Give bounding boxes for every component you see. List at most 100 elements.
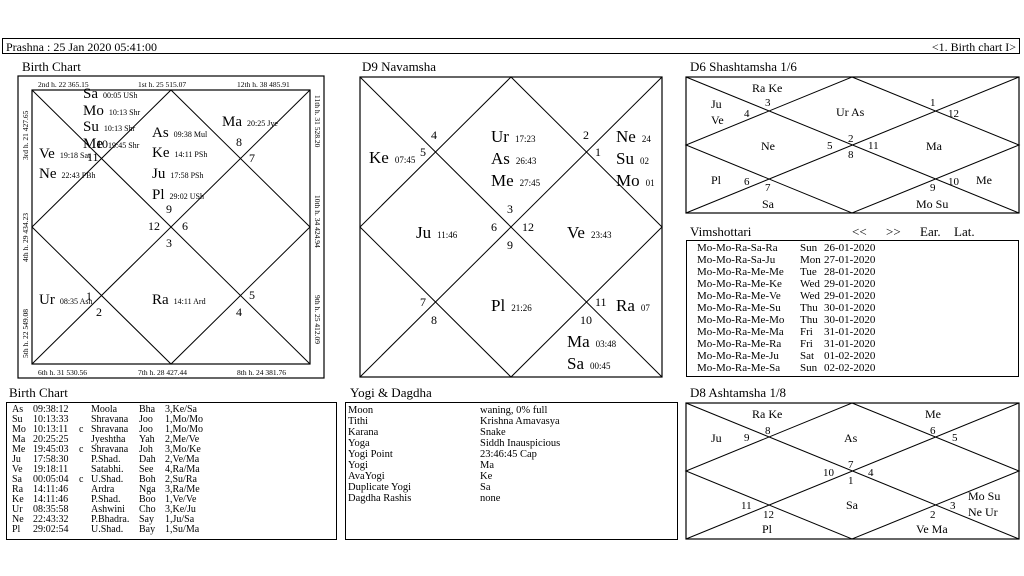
- dasha-date: 26-01-2020: [824, 242, 876, 254]
- planet-label: Me: [976, 173, 992, 187]
- earlier-button[interactable]: Ear.: [920, 224, 941, 239]
- dasha-day: Tue: [800, 266, 817, 278]
- planet-label: Me: [925, 407, 941, 421]
- yogi-title: Yogi & Dagdha: [350, 385, 432, 400]
- next-button[interactable]: >>: [886, 224, 901, 239]
- vimshottari-header: Vimshottari << >> Ear. Lat.: [690, 224, 1020, 239]
- table-cell: Shravana: [91, 424, 129, 435]
- table-cell: Ra: [12, 484, 24, 495]
- table-cell: Moola: [91, 404, 118, 415]
- border-top-12th: 12th h. 38 485.91: [237, 80, 290, 89]
- birth-chart-title: Birth Chart: [22, 59, 81, 74]
- planet-label: Sa: [846, 498, 859, 512]
- planet-label: Ra Ke: [752, 407, 782, 421]
- later-button[interactable]: Lat.: [954, 224, 975, 239]
- house-num: 6: [491, 220, 497, 234]
- dasha-period: Mo-Mo-Ra-Sa-Ju: [697, 254, 776, 266]
- vimshottari-list: [686, 240, 1019, 377]
- table-cell: Ne: [12, 514, 24, 525]
- table-cell: Me: [12, 444, 26, 455]
- house-num: 11: [741, 500, 752, 512]
- house-num: 11: [868, 140, 879, 152]
- border-bottom-6th: 6th h. 31 530.56: [38, 368, 87, 377]
- table-cell: 20:25:25: [33, 434, 69, 445]
- table-cell: Boo: [139, 494, 156, 505]
- dasha-day: Wed: [800, 290, 820, 302]
- dasha-date: 29-01-2020: [824, 278, 876, 290]
- dasha-period: Mo-Mo-Ra-Me-Mo: [697, 314, 785, 326]
- house-num: 8: [765, 425, 771, 437]
- dasha-day: Sat: [800, 350, 815, 362]
- house-num: 3: [166, 236, 172, 250]
- table-cell: 14:11:46: [33, 494, 69, 505]
- house-num: 11: [87, 150, 99, 164]
- dasha-period: Mo-Mo-Ra-Me-Ra: [697, 338, 782, 350]
- table-cell: Ve: [12, 464, 23, 475]
- dasha-period: Mo-Mo-Ra-Me-Ve: [697, 290, 781, 302]
- house-num: 4: [744, 108, 750, 120]
- house-num: 1: [848, 475, 854, 487]
- yogi-value: Snake: [480, 427, 506, 438]
- table-cell: 17:58:30: [33, 454, 69, 465]
- house-num: 8: [431, 313, 437, 327]
- table-cell: 09:38:12: [33, 404, 69, 415]
- yogi-key: Moon: [348, 405, 374, 416]
- chart-selector[interactable]: <1. Birth chart I>: [931, 40, 1016, 54]
- table-cell: Sa: [12, 474, 22, 485]
- yogi-value: Ke: [480, 471, 493, 482]
- border-right-9th: 9th h. 25 412.09: [313, 295, 322, 344]
- dasha-period: Mo-Mo-Ra-Me-Ma: [697, 326, 784, 338]
- table-cell: 2,Me/Ve: [165, 434, 200, 445]
- house-num: 9: [744, 432, 750, 444]
- planet-label: Ve: [711, 113, 724, 127]
- yogi-key: Tithi: [348, 416, 369, 427]
- house-num: 2: [930, 509, 936, 521]
- house-num: 7: [848, 459, 854, 471]
- dasha-date: 27-01-2020: [824, 254, 876, 266]
- table-cell: c: [79, 444, 84, 455]
- table-cell: Joh: [139, 444, 153, 455]
- house-num: 1: [930, 97, 936, 109]
- yogi-key: Dagdha Rashis: [348, 493, 412, 504]
- house-num: 6: [744, 176, 750, 188]
- house-num: 5: [249, 288, 255, 302]
- yogi-value: 23:46:45 Cap: [480, 449, 537, 460]
- table-cell: 3,Ra/Me: [165, 484, 200, 495]
- table-cell: Ke: [12, 494, 24, 505]
- chart-datetime: Prashna : 25 Jan 2020 05:41:00: [6, 40, 157, 54]
- table-cell: 1,Ve/Ve: [165, 494, 197, 505]
- planet-label: Mo Su: [968, 489, 1000, 503]
- table-cell: 19:45:03: [33, 444, 69, 455]
- planet-label: Sa: [762, 197, 775, 211]
- planet-label: As: [844, 431, 858, 445]
- planet-label: Ra Ke: [752, 81, 782, 95]
- prev-button[interactable]: <<: [852, 224, 867, 239]
- table-cell: 4,Ra/Ma: [165, 464, 200, 475]
- border-right-10th: 10th h. 34 424.94: [313, 195, 322, 248]
- table-cell: Ashwini: [91, 504, 125, 515]
- dasha-day: Sun: [800, 362, 818, 374]
- planet-label: Ne: [761, 139, 775, 153]
- table-cell: P.Shad.: [91, 454, 121, 465]
- yogi-value: waning, 0% full: [480, 405, 548, 416]
- table-cell: Shravana: [91, 444, 129, 455]
- table-cell: c: [79, 424, 84, 435]
- d6-title: D6 Shashtamsha 1/6: [690, 59, 797, 74]
- house-num: 12: [148, 219, 160, 233]
- yogi-value: Krishna Amavasya: [480, 416, 560, 427]
- table-cell: Ur: [12, 504, 23, 515]
- table-cell: 29:02:54: [33, 524, 69, 535]
- house-num: 8: [236, 135, 242, 149]
